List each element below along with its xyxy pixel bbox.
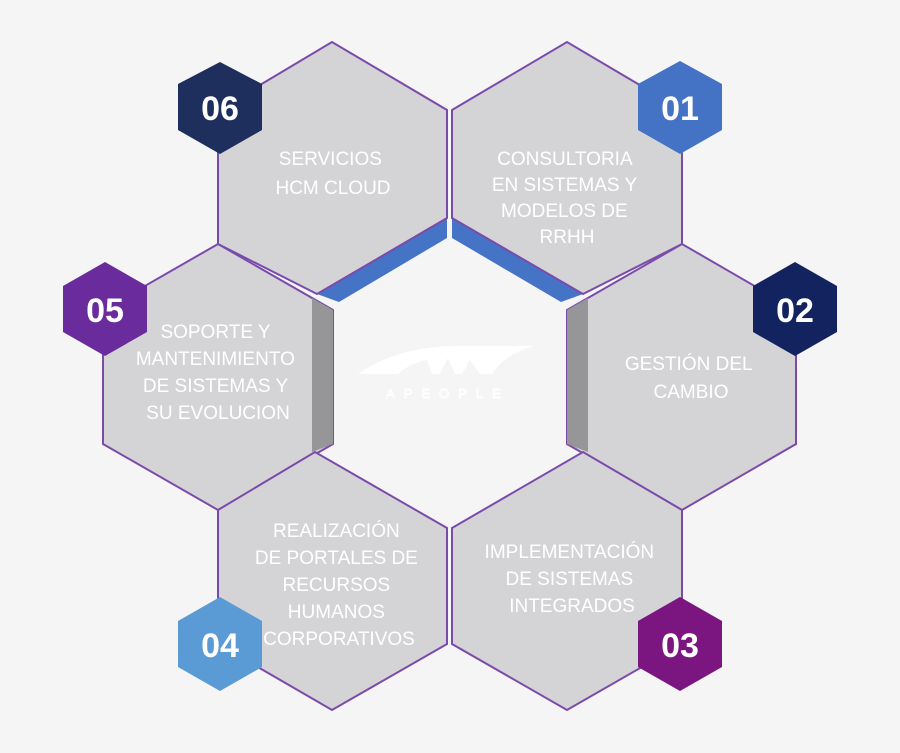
badge-03: 03 xyxy=(638,597,722,691)
badge-05-shape xyxy=(63,262,147,356)
hex-05-label-line: DE SISTEMAS Y xyxy=(143,376,289,397)
hex-03-label: IMPLEMENTACIÓN DE SISTEMAS INTEGRADOS xyxy=(485,541,660,617)
hex-02-label-line: GESTIÓN DEL xyxy=(625,353,752,375)
hex-02-shade xyxy=(567,298,588,452)
hex-01-label-line: RRHH xyxy=(540,227,595,248)
hex-01-label: CONSULTORIA EN SISTEMAS Y MODELOS DE RRH… xyxy=(492,149,642,248)
badge-02-shape xyxy=(753,262,837,356)
hex-04-label: REALIZACIÓN DE PORTALES DE RECURSOS HUMA… xyxy=(255,520,423,650)
hex-03-label-line: INTEGRADOS xyxy=(509,596,635,617)
hex-02-label-line: CAMBIO xyxy=(654,382,729,403)
badge-01-shape xyxy=(638,61,722,154)
hex-05-shade xyxy=(312,298,333,452)
badge-04: 04 xyxy=(178,597,262,691)
badge-03-number: 03 xyxy=(661,627,699,665)
hex-01-label-line: MODELOS DE xyxy=(501,201,628,222)
badge-02: 02 xyxy=(753,262,837,356)
hex-01-label-line: EN SISTEMAS Y xyxy=(492,175,638,196)
badge-03-shape xyxy=(638,597,722,691)
hex-05-label-line: MANTENIMIENTO xyxy=(136,349,295,370)
hex-01-label-line: CONSULTORIA xyxy=(497,149,633,170)
badge-05: 05 xyxy=(63,262,147,356)
badge-04-number: 04 xyxy=(201,627,239,665)
hex-05-label-line: SU EVOLUCION xyxy=(146,403,290,424)
hex-04-label-line: CORPORATIVOS xyxy=(263,629,415,650)
badge-02-number: 02 xyxy=(776,292,814,330)
badge-01-number: 01 xyxy=(661,90,699,128)
hex-05 xyxy=(102,242,334,512)
hex-04-label-line: HUMANOS xyxy=(288,602,385,623)
hex-06-label-line: HCM CLOUD xyxy=(275,178,390,199)
hex-06-label: SERVICIOS HCM CLOUD xyxy=(275,149,390,199)
hex-02-label: GESTIÓN DEL CAMBIO xyxy=(625,353,757,403)
hex-06-label-line: SERVICIOS xyxy=(279,149,382,170)
hex-02 xyxy=(566,242,797,512)
badge-05-number: 05 xyxy=(86,292,124,330)
hex-05-label: SOPORTE Y MANTENIMIENTO DE SISTEMAS Y SU… xyxy=(136,322,300,424)
badge-06-number: 06 xyxy=(201,90,239,128)
band-01-blue xyxy=(452,218,583,302)
badge-06-shape xyxy=(178,62,262,154)
badge-04-shape xyxy=(178,597,262,691)
badge-01: 01 xyxy=(638,61,722,154)
hex-04-label-line: RECURSOS xyxy=(283,575,391,596)
hex-05-label-line: SOPORTE Y xyxy=(160,322,270,343)
hex-03-label-line: IMPLEMENTACIÓN xyxy=(485,541,655,563)
band-06-blue xyxy=(317,218,447,302)
badge-06: 06 xyxy=(178,62,262,154)
apeople-logo: APEOPLE xyxy=(358,346,534,401)
hex-04-label-line: DE PORTALES DE xyxy=(255,548,418,569)
logo-text: APEOPLE xyxy=(386,386,510,401)
logo-roof-mark xyxy=(358,346,534,374)
hex-03-label-line: DE SISTEMAS xyxy=(505,569,633,590)
hex-04-label-line: REALIZACIÓN xyxy=(273,520,400,542)
